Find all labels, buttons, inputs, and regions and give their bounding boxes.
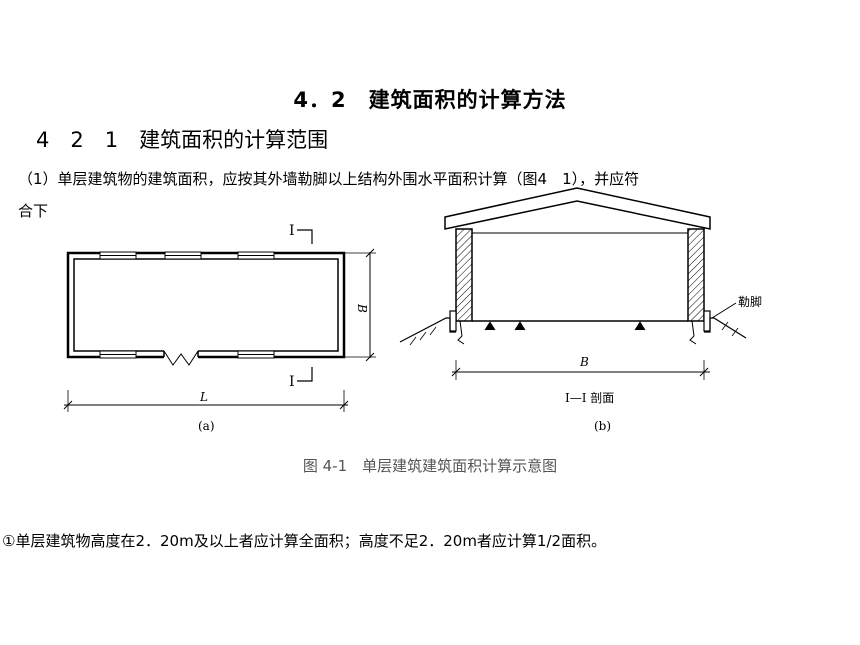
note-paragraph: ①单层建筑物高度在2．20m及以上者应计算全面积；高度不足2．20m者应计算1/… xyxy=(2,532,607,550)
section-mark-bottom: I xyxy=(289,374,295,390)
section-label: I—I 剖面 xyxy=(565,391,614,405)
subsection-title: 4 2 1 建筑面积的计算范围 xyxy=(36,128,329,152)
dimension-label-l: L xyxy=(199,390,208,404)
figure-caption: 图 4-1 单层建筑建筑面积计算示意图 xyxy=(302,457,558,475)
plinth-label: 勒脚 xyxy=(738,294,762,309)
dimension-label-b-section: B xyxy=(579,355,589,369)
section-title: 4．2 建筑面积的计算方法 xyxy=(293,88,567,112)
paragraph-line-2: 合下 xyxy=(18,202,49,220)
figure-label-a: (a) xyxy=(198,419,215,433)
figure-label-b: (b) xyxy=(594,419,611,433)
section-view xyxy=(399,187,747,380)
plan-view xyxy=(63,229,376,412)
section-mark-top: I xyxy=(289,223,295,239)
paragraph-line-1: （1）单层建筑物的建筑面积，应按其外墙勒脚以上结构外围水平面积计算（图4 1），… xyxy=(18,170,640,188)
dimension-label-b-plan: B xyxy=(355,303,369,313)
